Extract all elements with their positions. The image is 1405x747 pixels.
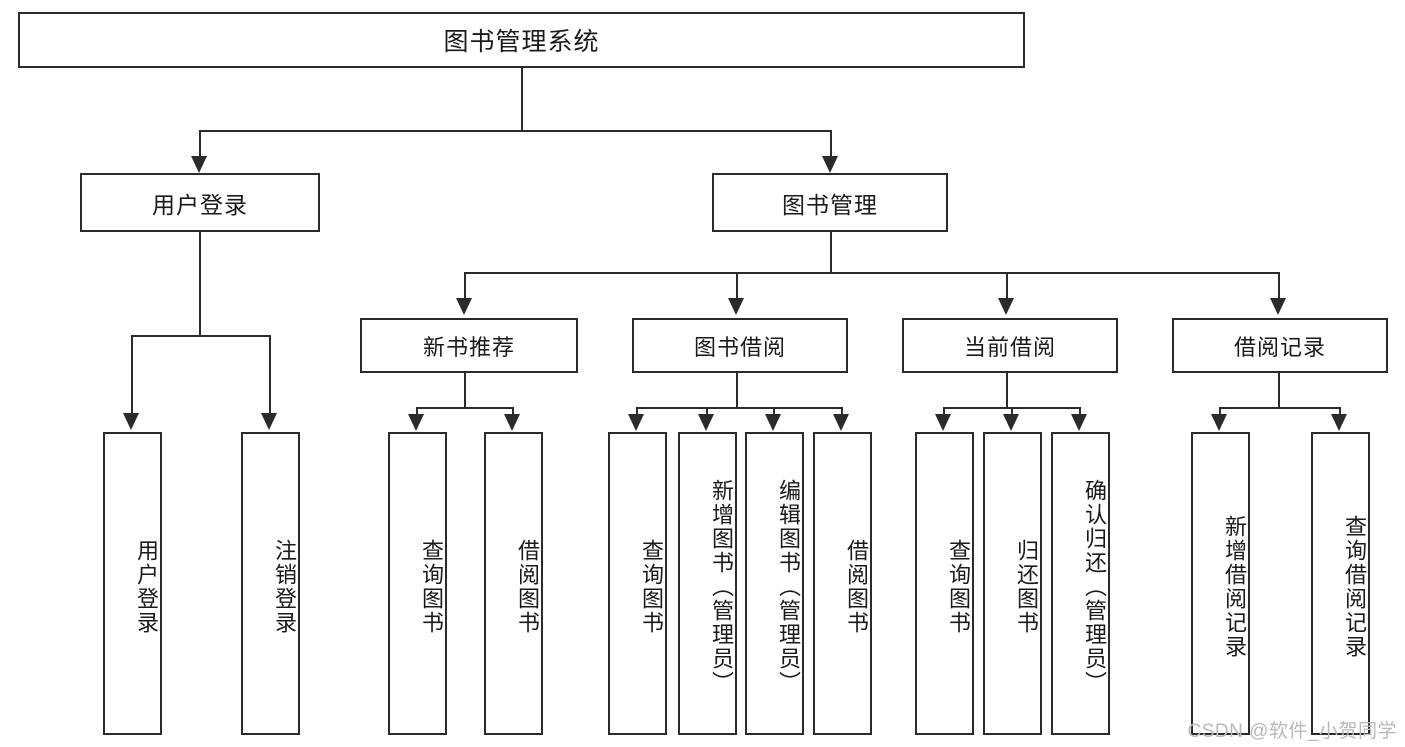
arrow-root-to-book-manage [822, 156, 838, 173]
arrow-book-management-child-3 [998, 298, 1014, 315]
connector-book-management-bus [464, 272, 1280, 274]
node-book-borrow[interactable]: 图书借阅 [632, 318, 848, 373]
node-book-management[interactable]: 图书管理 [712, 173, 948, 232]
leaf-borrow-record-query-record[interactable]: 查询借阅记录 [1311, 432, 1370, 735]
connector-user-login-child-2 [269, 335, 271, 415]
leaf-book-borrow-query-book[interactable]: 查询图书 [608, 432, 667, 735]
arrow-new-book-recommend-child-1 [408, 414, 424, 431]
arrow-current-borrow-child-1 [935, 414, 951, 431]
connector-new-book-recommend-bus [416, 407, 514, 409]
connector-book-borrow-stem [736, 373, 738, 407]
connector-book-borrow-child-1 [636, 407, 638, 417]
leaf-borrow-record-add-record[interactable]: 新增借阅记录 [1191, 432, 1250, 735]
leaf-user-login-logout[interactable]: 注销登录 [241, 432, 300, 735]
connector-borrow-record-child-1 [1219, 407, 1221, 417]
connector-current-borrow-stem [1006, 373, 1008, 407]
node-label: 用户登录 [152, 191, 248, 218]
arrow-book-borrow-child-2 [698, 414, 714, 431]
node-label: 查询借阅记录 [1342, 514, 1367, 659]
arrow-book-borrow-child-1 [628, 414, 644, 431]
connector-book-borrow-bus [636, 407, 842, 409]
arrow-book-management-child-4 [1270, 298, 1286, 315]
arrow-user-login-child-2 [261, 413, 277, 430]
arrow-root-to-user-login [191, 156, 207, 173]
arrow-book-borrow-child-3 [765, 414, 781, 431]
arrow-book-management-child-1 [456, 298, 472, 315]
node-label: 查询图书 [639, 538, 664, 635]
connector-user-login-stem [199, 232, 201, 335]
node-root-system[interactable]: 图书管理系统 [18, 12, 1025, 68]
connector-book-management-stem [830, 232, 832, 272]
node-label: 当前借阅 [963, 334, 1056, 360]
node-label: 新增借阅记录 [1222, 514, 1247, 659]
leaf-book-borrow-edit-book-admin[interactable]: 编辑图书（管理员） [745, 432, 804, 735]
node-new-book-recommend[interactable]: 新书推荐 [360, 318, 578, 373]
arrow-book-management-child-2 [728, 298, 744, 315]
node-label: 图书借阅 [693, 334, 786, 360]
connector-current-borrow-child-2 [1011, 407, 1013, 417]
node-label: 借阅图书 [515, 538, 540, 635]
arrow-borrow-record-child-1 [1211, 414, 1227, 431]
node-label: 注销登录 [272, 538, 297, 635]
connector-new-book-recommend-child-1 [416, 407, 418, 417]
connector-current-borrow-child-1 [943, 407, 945, 417]
leaf-book-borrow-borrow-book[interactable]: 借阅图书 [813, 432, 872, 735]
connector-new-book-recommend-stem [464, 373, 466, 407]
connector-book-management-child-1 [464, 272, 466, 300]
node-label: 借阅图书 [844, 538, 869, 635]
node-user-login[interactable]: 用户登录 [80, 173, 320, 232]
node-label: 图书管理 [782, 191, 878, 218]
leaf-user-login-login[interactable]: 用户登录 [103, 432, 162, 735]
node-label: 用户登录 [134, 538, 159, 635]
node-label: 查询图书 [946, 538, 971, 635]
arrow-book-borrow-child-4 [833, 414, 849, 431]
node-label: 确认归还（管理员） [1082, 478, 1107, 695]
connector-book-management-child-4 [1278, 272, 1280, 300]
arrow-new-book-recommend-child-2 [504, 414, 520, 431]
leaf-book-borrow-add-book-admin[interactable]: 新增图书（管理员） [678, 432, 737, 735]
connector-book-borrow-child-3 [773, 407, 775, 417]
connector-borrow-record-child-2 [1339, 407, 1341, 417]
arrow-current-borrow-child-3 [1071, 414, 1087, 431]
connector-root-to-book-manage [830, 130, 832, 158]
arrow-current-borrow-child-2 [1003, 414, 1019, 431]
arrow-user-login-child-1 [123, 413, 139, 430]
connector-user-login-child-1 [131, 335, 133, 415]
connector-borrow-record-bus [1219, 407, 1339, 409]
connector-current-borrow-child-3 [1079, 407, 1081, 417]
node-borrow-record[interactable]: 借阅记录 [1172, 318, 1388, 373]
leaf-new-book-query-book[interactable]: 查询图书 [388, 432, 447, 735]
leaf-new-book-borrow-book[interactable]: 借阅图书 [484, 432, 543, 735]
node-label: 编辑图书（管理员） [776, 478, 801, 695]
leaf-current-borrow-confirm-return-admin[interactable]: 确认归还（管理员） [1051, 432, 1110, 735]
node-label: 新书推荐 [422, 334, 515, 360]
node-label: 新增图书（管理员） [709, 478, 734, 695]
node-label: 借阅记录 [1233, 334, 1326, 360]
node-label: 图书管理系统 [443, 28, 600, 56]
connector-root-bus [199, 130, 830, 132]
leaf-current-borrow-return-book[interactable]: 归还图书 [983, 432, 1042, 735]
node-label: 归还图书 [1014, 538, 1039, 635]
node-current-borrow[interactable]: 当前借阅 [902, 318, 1118, 373]
connector-borrow-record-stem [1278, 373, 1280, 407]
connector-root-to-user-login [199, 130, 201, 158]
leaf-current-borrow-query-book[interactable]: 查询图书 [915, 432, 974, 735]
arrow-borrow-record-child-2 [1331, 414, 1347, 431]
connector-book-management-child-3 [1006, 272, 1008, 300]
node-label: 查询图书 [419, 538, 444, 635]
connector-book-borrow-child-2 [706, 407, 708, 417]
connector-user-login-bus [131, 335, 269, 337]
connector-new-book-recommend-child-2 [512, 407, 514, 417]
connector-book-borrow-child-4 [841, 407, 843, 417]
connector-root-stem [521, 68, 523, 130]
connector-book-management-child-2 [736, 272, 738, 300]
